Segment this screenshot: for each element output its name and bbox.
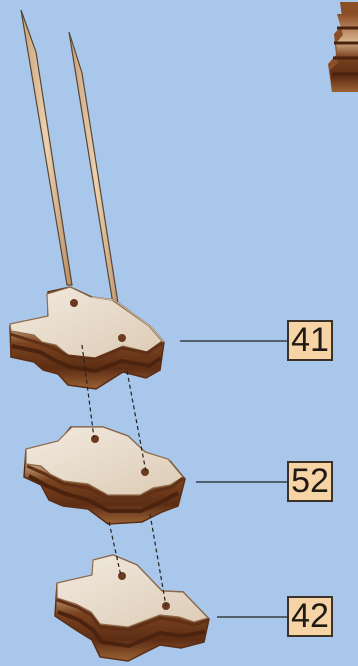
part-label-42: 42	[287, 596, 333, 637]
part-52-piece	[24, 427, 185, 524]
top-right-wood-fragment	[328, 2, 358, 92]
part-label-52: 52	[287, 461, 333, 502]
leader-lines	[180, 341, 287, 617]
sticks	[21, 10, 123, 335]
part-42-piece	[55, 555, 209, 661]
part-label-41: 41	[287, 320, 333, 361]
part-41-piece	[10, 287, 164, 389]
